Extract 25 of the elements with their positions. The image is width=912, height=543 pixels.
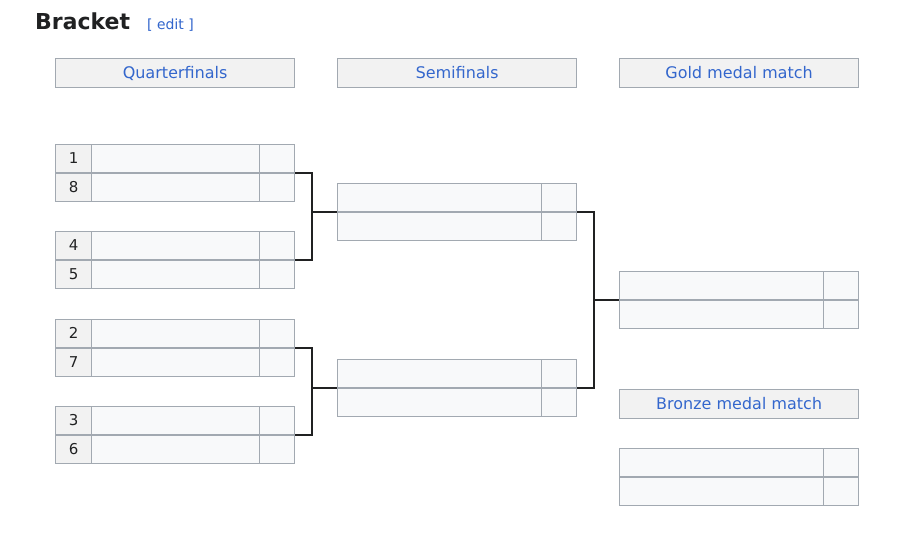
seed-number: 5 [55, 260, 92, 289]
match-box [55, 231, 295, 289]
seed-number: 6 [55, 435, 92, 464]
heading: Bracket [35, 10, 130, 35]
match-box [55, 319, 295, 377]
bracket-line [295, 387, 337, 436]
seed-number: 1 [55, 144, 92, 173]
match-box [619, 448, 859, 506]
round-header: Bronze medal match [619, 389, 859, 419]
round-header: Gold medal match [619, 58, 859, 88]
match-box [619, 271, 859, 329]
round-header: Quarterfinals [55, 58, 295, 88]
match-box [55, 144, 295, 202]
seed-number: 7 [55, 348, 92, 377]
bracket-line [577, 299, 619, 389]
round-header: Semifinals [337, 58, 577, 88]
seed-number: 4 [55, 231, 92, 260]
match-box [55, 406, 295, 464]
seed-number: 2 [55, 319, 92, 348]
match-box [337, 359, 577, 417]
seed-number: 8 [55, 173, 92, 202]
edit-link: [ edit ] [147, 17, 194, 33]
match-box [337, 183, 577, 241]
seed-number: 3 [55, 406, 92, 435]
bracket-line [295, 211, 337, 261]
